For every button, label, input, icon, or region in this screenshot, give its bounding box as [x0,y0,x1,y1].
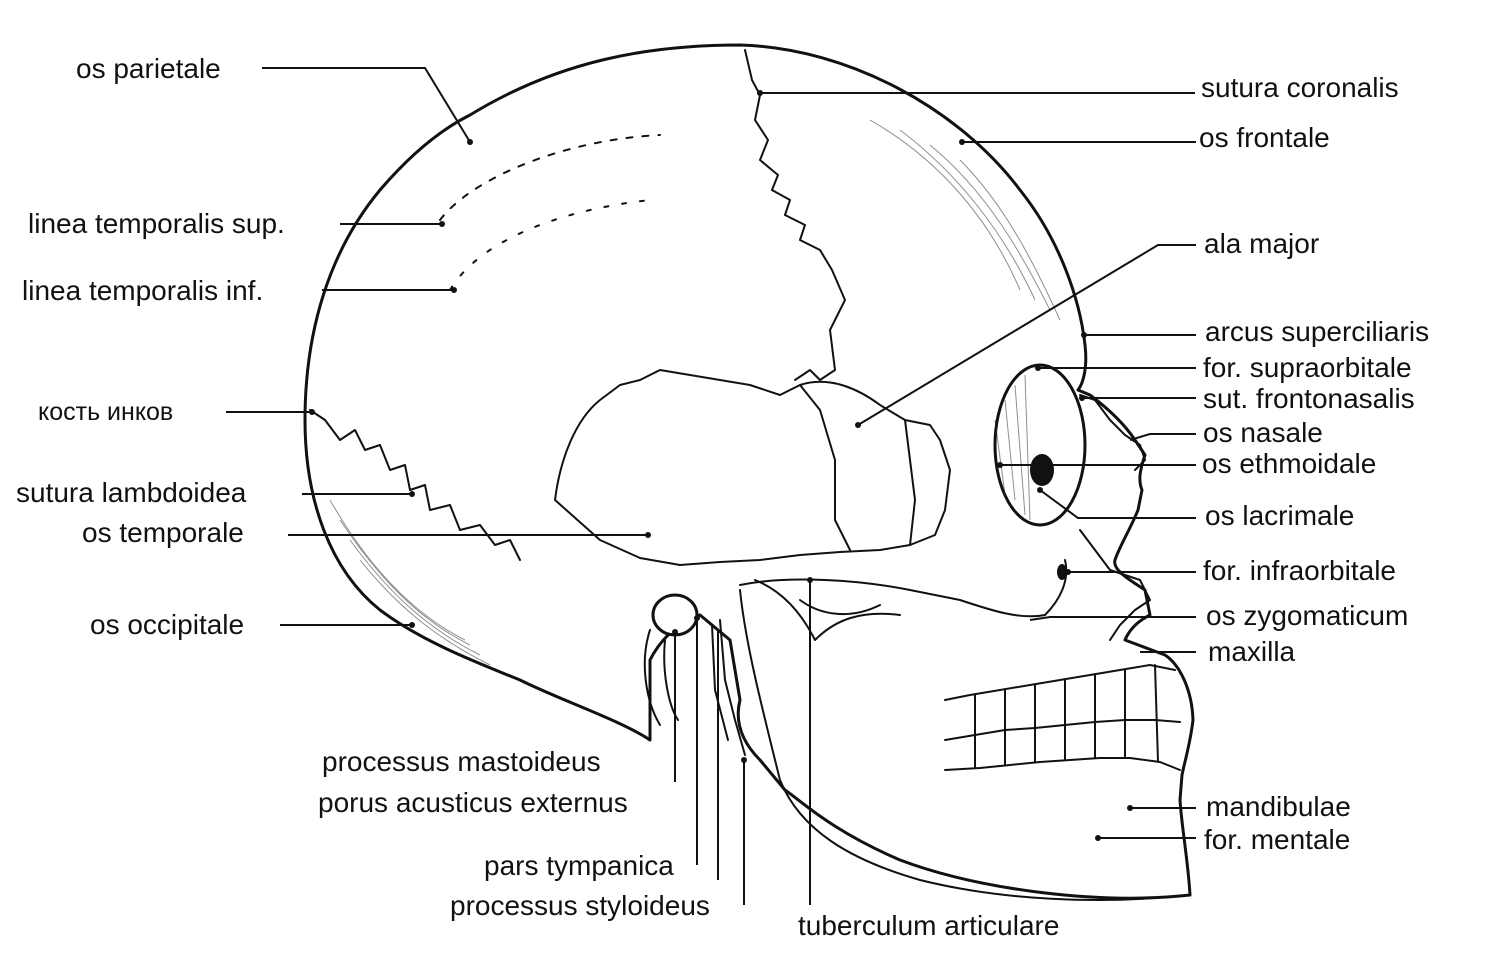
orbit-shading [994,374,1031,521]
cranium-outline [303,43,1195,900]
label-sutura-coronalis: sutura coronalis [1201,72,1399,103]
label-sut-frontonasalis: sut. frontonasalis [1203,383,1415,414]
label-for-supraorbitale: for. supraorbitale [1203,352,1412,383]
label-for-mentale: for. mentale [1204,824,1350,855]
leader-lines [226,67,1196,905]
temporal-line-sup [439,134,661,221]
labels-left: os parietale linea temporalis sup. linea… [16,53,285,640]
label-os-frontale: os frontale [1199,122,1330,153]
leader-os-parietale [262,67,471,143]
orbit [993,363,1087,527]
label-processus-styloideus: processus styloideus [450,890,710,921]
temporal-line-inf [449,199,651,291]
labels-right: sutura coronalis os frontale ala major a… [1199,72,1429,855]
label-mandibulae: mandibulae [1206,791,1351,822]
label-tuberculum-articulare: tuberculum articulare [798,910,1059,941]
infraorbital-foramen-mark [1057,564,1067,580]
leader-ala-major [857,244,1196,426]
label-arcus-superciliaris: arcus superciliaris [1205,316,1429,347]
styloid-process [711,619,746,756]
label-os-lacrimale: os lacrimale [1205,500,1354,531]
maxilla-outline [1079,529,1151,641]
sphenoid-wing [799,384,916,551]
leader-os-nasale [1129,433,1196,441]
label-os-occipitale: os occipitale [90,609,244,640]
label-os-parietale: os parietale [76,53,221,84]
label-kost-inkov: кость инков [38,398,173,426]
temporal-squama [554,369,951,566]
mandible-ramus [739,589,1189,901]
label-pars-tympanica: pars tympanica [484,850,674,881]
label-sutura-lambdoidea: sutura lambdoidea [16,477,247,508]
coronal-suture [744,49,846,381]
label-ala-major: ala major [1204,228,1319,259]
leader-os-zygomaticum [1029,616,1196,621]
teeth [944,664,1181,771]
labels-bottom: processus mastoideus porus acusticus ext… [318,746,1059,941]
label-os-nasale: os nasale [1203,417,1323,448]
label-for-infraorbitale: for. infraorbitale [1203,555,1396,586]
occipital-shading [329,499,491,666]
leader-os-lacrimale [1039,489,1196,519]
label-linea-temporalis-sup: linea temporalis sup. [28,208,285,239]
label-processus-mastoideus: processus mastoideus [322,746,601,777]
frontal-shading [869,119,1061,321]
label-os-ethmoidale: os ethmoidale [1202,448,1376,479]
label-os-zygomaticum: os zygomaticum [1206,600,1408,631]
ethmoid-foramen [1030,454,1054,486]
label-os-temporale: os temporale [82,517,244,548]
nasal-bone [1079,394,1146,471]
label-porus-acusticus-externus: porus acusticus externus [318,787,628,818]
mandible-notch [754,579,901,641]
lambdoid-suture [309,409,521,561]
label-linea-temporalis-inf: linea temporalis inf. [22,275,263,306]
label-maxilla: maxilla [1208,636,1296,667]
